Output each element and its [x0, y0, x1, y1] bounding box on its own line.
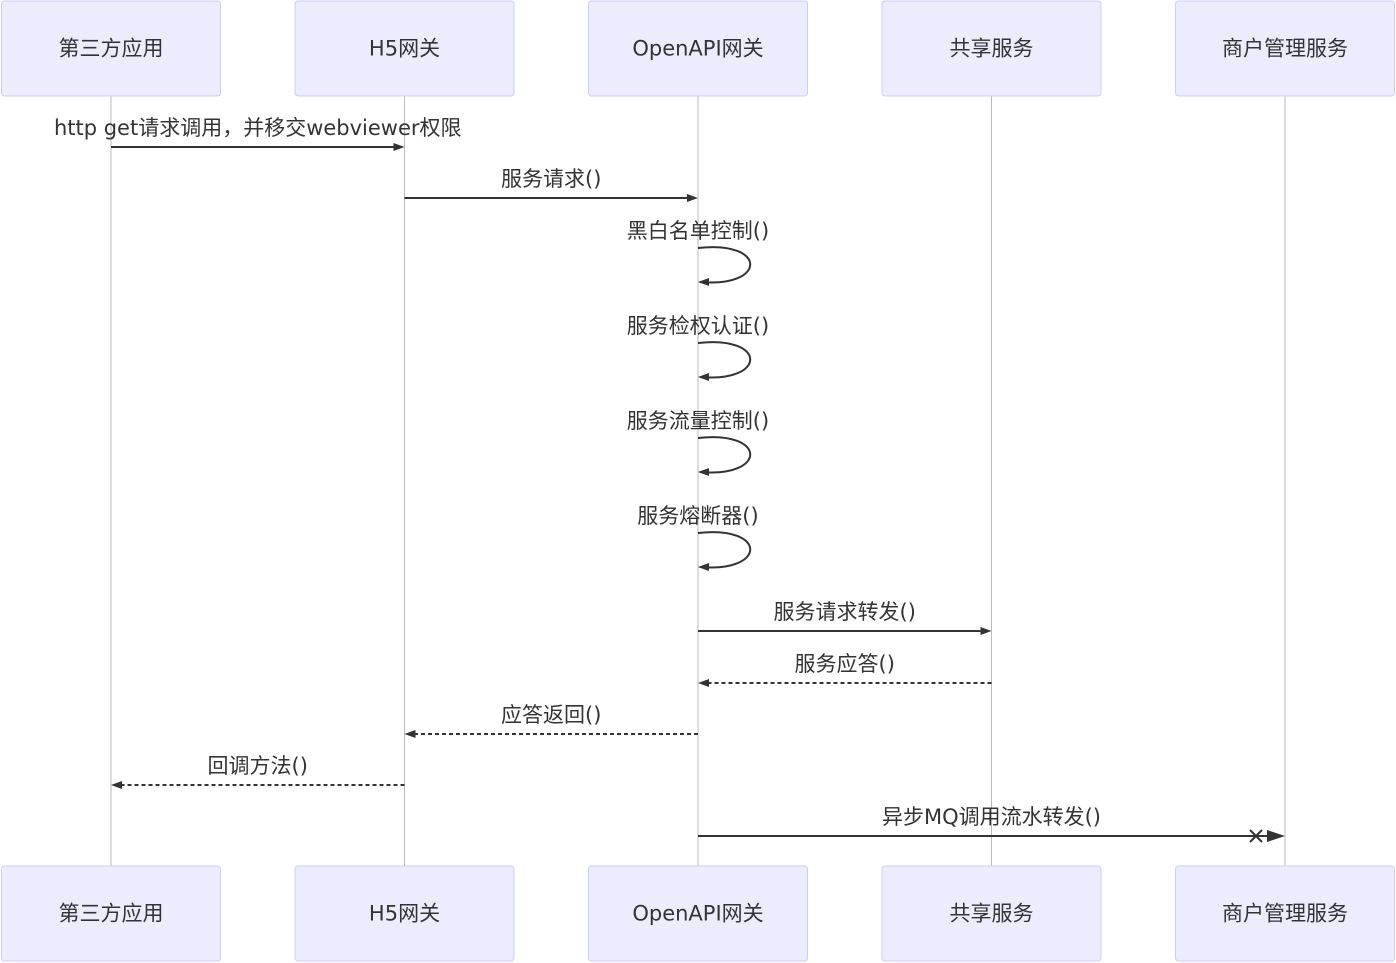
message-label-9: 回调方法(): [208, 754, 308, 778]
participant-label-bottom-merchant: 商户管理服务: [1222, 902, 1348, 926]
message-label-4: 服务流量控制(): [627, 409, 769, 433]
message-arrowhead-6: [980, 627, 992, 635]
message-line-5: [697, 531, 752, 569]
participant-box-bottom-shared: [881, 865, 1102, 962]
participant-box-bottom-third: [1, 865, 221, 962]
message-label-10: 异步MQ调用流水转发(): [882, 805, 1101, 829]
message-arrowhead-5: [698, 563, 709, 571]
message-label-3: 服务检权认证(): [627, 314, 769, 338]
participant-label-top-merchant: 商户管理服务: [1222, 37, 1348, 61]
message-arrowhead-7: [698, 679, 709, 687]
message-label-1: 服务请求(): [501, 167, 601, 191]
participant-box-bottom-merchant: [1175, 865, 1395, 962]
participant-box-bottom-openapi: [588, 865, 808, 962]
participant-box-top-third: [1, 0, 221, 97]
participant-label-top-shared: 共享服务: [950, 37, 1034, 61]
message-label-0: http get请求调用，并移交webviewer权限: [54, 116, 462, 140]
message-arrowhead-4: [698, 468, 709, 476]
participant-label-bottom-openapi: OpenAPI网关: [632, 902, 763, 926]
message-label-2: 黑白名单控制(): [627, 219, 769, 243]
message-arrowhead-2: [698, 278, 709, 286]
participant-box-top-merchant: [1175, 0, 1395, 97]
message-arrowhead-1: [687, 194, 698, 202]
message-arrowhead-0: [393, 143, 405, 151]
message-line-2: [697, 246, 752, 284]
message-label-7: 服务应答(): [795, 652, 895, 676]
message-cross-b-10: [1249, 829, 1263, 843]
participant-label-bottom-third: 第三方应用: [59, 902, 164, 926]
participant-label-bottom-h5: H5网关: [369, 902, 440, 926]
message-label-5: 服务熔断器(): [637, 504, 758, 528]
participant-box-bottom-h5: [294, 865, 515, 962]
message-arrowhead-9: [111, 781, 122, 789]
message-arrowhead-8: [404, 730, 416, 738]
message-line-3: [697, 341, 752, 379]
message-label-6: 服务请求转发(): [774, 600, 916, 624]
message-arrowhead-10: [1267, 830, 1285, 842]
message-label-8: 应答返回(): [501, 703, 601, 727]
participant-label-top-third: 第三方应用: [59, 37, 164, 61]
participant-box-top-openapi: [588, 0, 808, 97]
message-line-4: [697, 436, 752, 474]
participant-label-top-h5: H5网关: [369, 37, 440, 61]
participant-box-top-h5: [294, 0, 515, 97]
participant-label-bottom-shared: 共享服务: [950, 902, 1034, 926]
message-arrowhead-3: [698, 373, 709, 381]
participant-label-top-openapi: OpenAPI网关: [632, 37, 763, 61]
participant-box-top-shared: [881, 0, 1102, 97]
